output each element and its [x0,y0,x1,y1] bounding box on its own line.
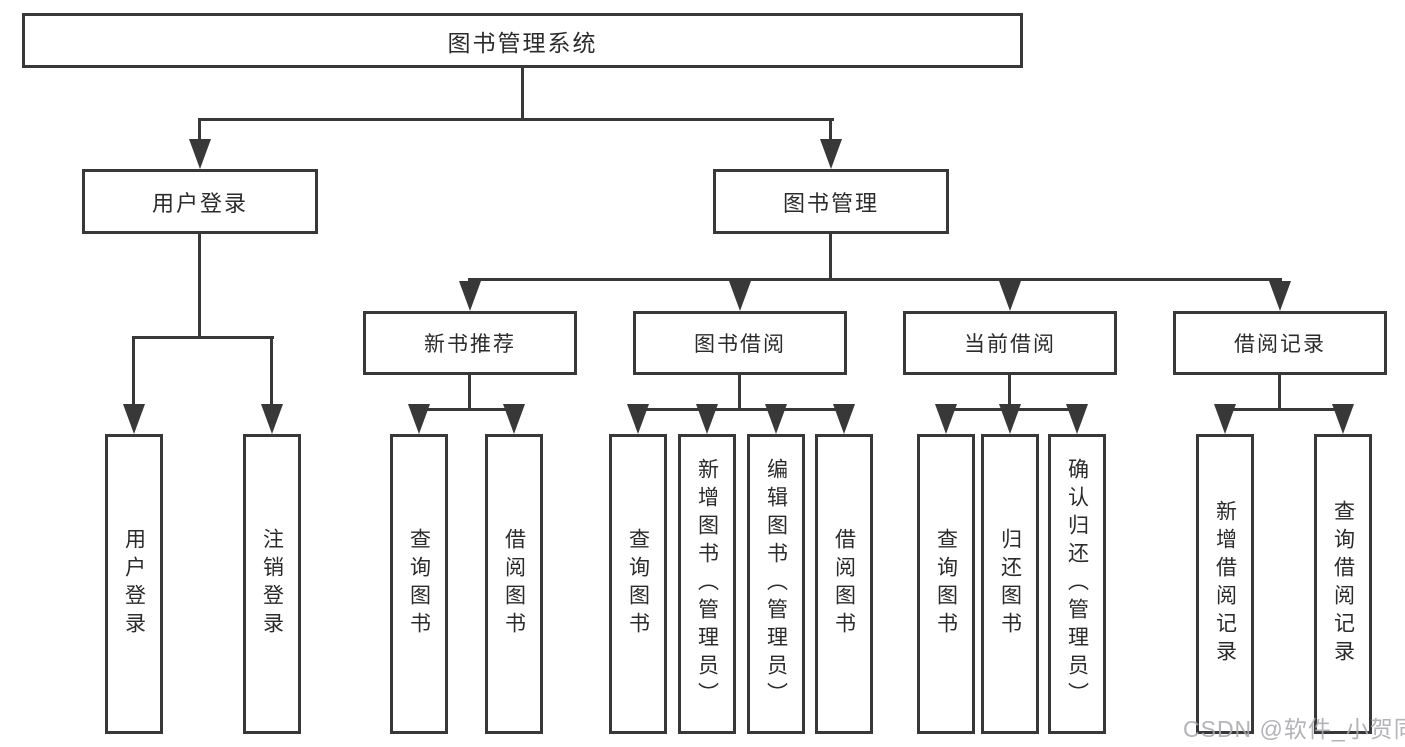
arrow-down-icon [1269,281,1291,311]
node-book-borrowing: 图书借阅 [633,311,847,375]
node-logout-action: 注销登录 [243,434,301,734]
connector-vline [198,232,201,338]
connector-vline [521,66,524,121]
connector-hline [468,278,1282,281]
node-query-books-recommend: 查询图书 [390,434,448,734]
arrow-down-icon [503,404,525,434]
node-add-book-admin: 新增图书（管理员） [678,434,736,734]
arrow-down-icon [261,404,283,434]
node-return-book: 归还图书 [981,434,1039,734]
node-current-borrowing: 当前借阅 [903,311,1117,375]
arrow-down-icon [833,404,855,434]
arrow-down-icon [1214,404,1236,434]
node-edit-book-admin: 编辑图书（管理员） [747,434,805,734]
node-add-borrow-record: 新增借阅记录 [1196,434,1254,734]
connector-vline [829,119,832,143]
node-query-books-current: 查询图书 [917,434,975,734]
node-borrow-books: 借阅图书 [815,434,873,734]
connector-vline [738,373,741,410]
arrow-down-icon [627,404,649,434]
arrow-down-icon [999,281,1021,311]
node-borrow-books-recommend: 借阅图书 [485,434,543,734]
arrow-down-icon [765,404,787,434]
connector-vline [468,373,471,410]
csdn-watermark: CSDN @软件_小贺同学 [1183,716,1405,742]
connector-vline [132,337,135,407]
arrow-down-icon [189,139,211,169]
connector-vline [829,232,832,280]
node-confirm-return-admin: 确认归还（管理员） [1048,434,1106,734]
arrow-down-icon [999,404,1021,434]
connector-hline [198,118,834,121]
arrow-down-icon [696,404,718,434]
arrow-down-icon [123,404,145,434]
node-user-login: 用户登录 [82,169,318,234]
connector-hline [417,408,517,411]
arrow-down-icon [729,281,751,311]
connector-vline [1008,373,1011,410]
arrow-down-icon [1332,404,1354,434]
arrow-down-icon [935,404,957,434]
arrow-down-icon [820,139,842,169]
connector-vline [1278,373,1281,410]
node-query-borrow-record: 查询借阅记录 [1314,434,1372,734]
node-user-login-action: 用户登录 [105,434,163,734]
node-library-system: 图书管理系统 [22,13,1023,68]
connector-hline [636,408,846,411]
node-book-management: 图书管理 [713,169,949,234]
connector-vline [198,119,201,143]
arrow-down-icon [408,404,430,434]
node-new-book-recommendation: 新书推荐 [363,311,577,375]
connector-hline [132,336,274,339]
arrow-down-icon [459,281,481,311]
node-borrowing-records: 借阅记录 [1173,311,1387,375]
connector-hline [1223,408,1345,411]
connector-vline [270,337,273,407]
arrow-down-icon [1066,404,1088,434]
node-query-books-borrow: 查询图书 [609,434,667,734]
